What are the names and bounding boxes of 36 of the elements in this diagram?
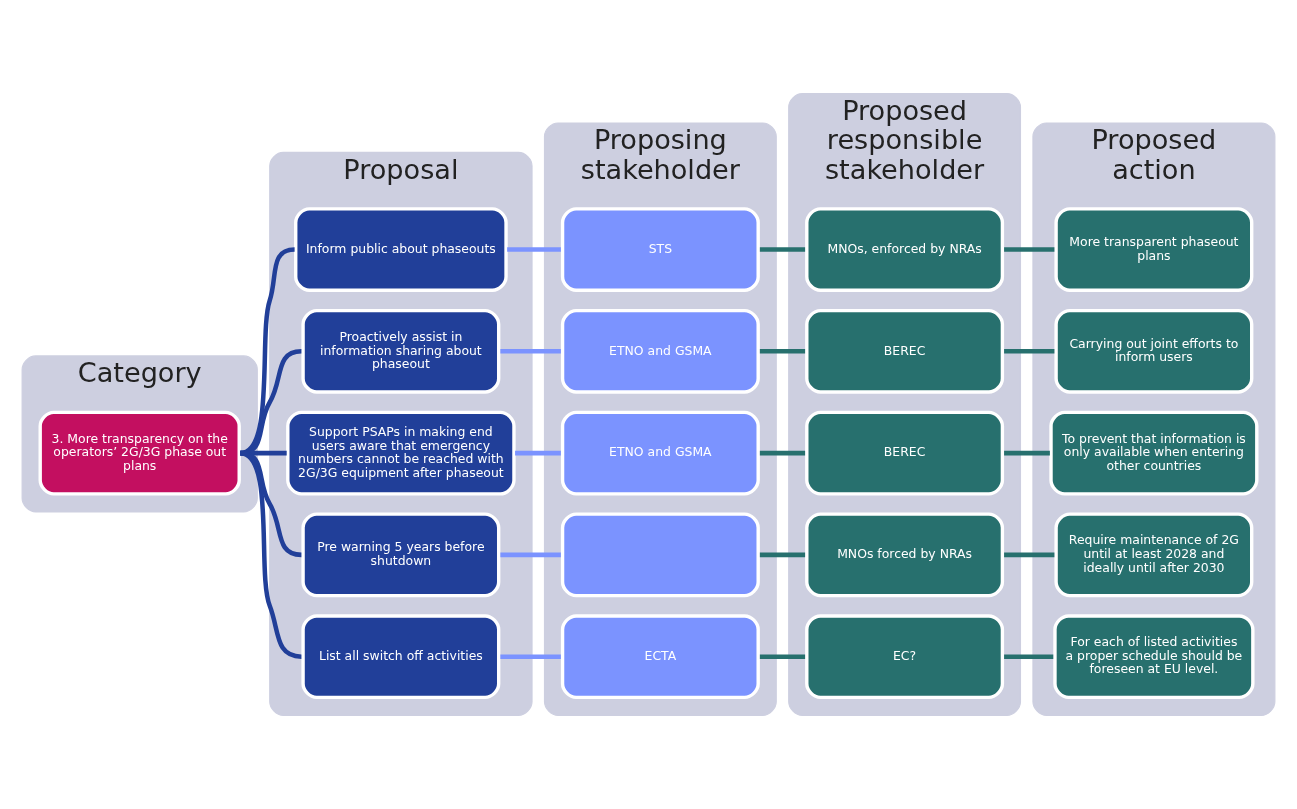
connector — [1004, 247, 1055, 252]
node-box — [560, 512, 760, 598]
connector — [500, 552, 561, 558]
node-box: For each of listed activities a proper schedule should be foreseen at EU level. — [1053, 614, 1255, 700]
node-box: Require maintenance of 2G until at least 2028 and ideally until after 2030 — [1054, 512, 1254, 598]
node-box: List all switch off activities — [301, 614, 501, 700]
connector — [500, 654, 561, 659]
connector — [759, 654, 806, 659]
connector — [759, 552, 806, 558]
connector — [507, 247, 561, 252]
connector — [515, 450, 561, 456]
node-box: ETNO and GSMA — [560, 410, 760, 496]
node-box: Carrying out joint efforts to inform users — [1054, 308, 1254, 394]
node-box: Pre warning 5 years before shutdown — [301, 512, 501, 598]
node-box: Proactively assist in information sharing about phaseout — [301, 308, 501, 394]
node-box: STS — [560, 207, 760, 292]
node-box: BEREC — [805, 308, 1005, 394]
node-box: ECTA — [560, 614, 760, 700]
node-box: MNOs, enforced by NRAs — [805, 207, 1005, 292]
connector — [1004, 450, 1050, 456]
connector — [759, 247, 806, 252]
node-box: Support PSAPs in making end users aware that emergency numbers cannot be reached with 2G/3G equipment after phaseout — [286, 410, 516, 496]
connector — [1004, 552, 1055, 558]
node-box: Inform public about phaseouts — [294, 207, 508, 292]
connector — [759, 450, 806, 456]
node-box: ETNO and GSMA — [560, 308, 760, 394]
connector — [1004, 349, 1055, 354]
node-box: BEREC — [805, 410, 1005, 496]
connector — [500, 349, 561, 354]
node-box: More transparent phaseout plans — [1054, 207, 1254, 292]
connector — [1004, 654, 1054, 659]
node-box: To prevent that information is only available when entering other countries — [1049, 410, 1259, 496]
connector — [759, 349, 806, 354]
node-box: MNOs forced by NRAs — [805, 512, 1005, 598]
node-box: EC? — [805, 614, 1005, 700]
node-box: 3. More transparency on the operators’ 2G/3G phase out plans — [38, 410, 241, 496]
